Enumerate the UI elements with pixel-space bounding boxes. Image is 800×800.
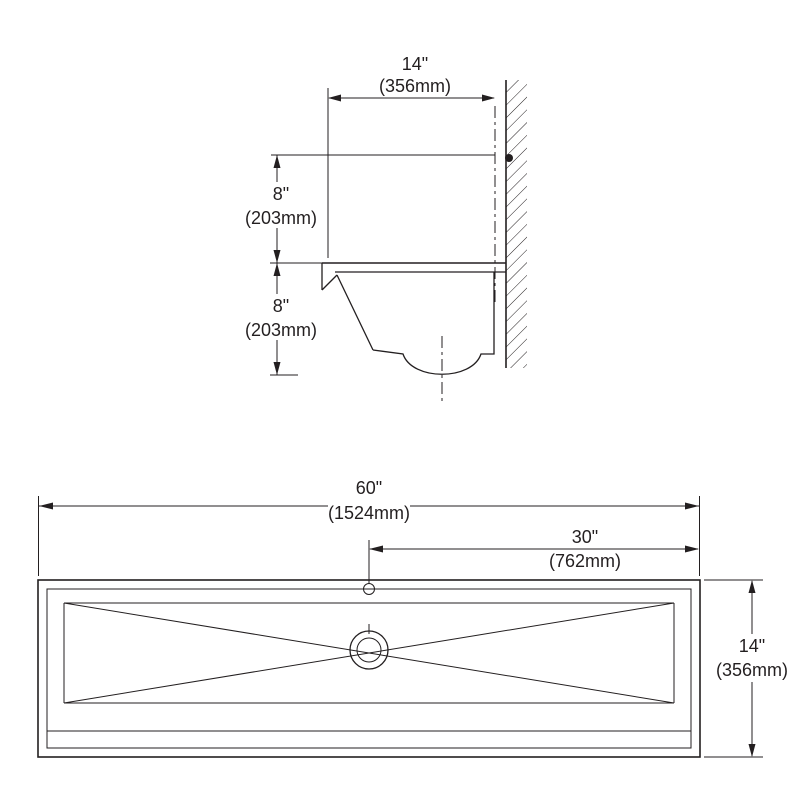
dim-label-mm: (203mm) [245,320,317,340]
basin-front-wall [336,274,374,351]
dim-label-inches: 14" [739,636,765,656]
dimension-side-heights: 8" (203mm) 8" (203mm) [241,155,322,376]
side-view: 14" (356mm) 8" (203mm) 8" (203mm) [241,54,527,404]
dim-label-inches: 30" [572,527,598,547]
dimension-side-width: 14" (356mm) [327,54,495,258]
slope-crease-line-2 [63,602,675,704]
arrowhead-down [748,744,756,757]
text-mask [328,497,410,523]
drain-outer-circle [349,630,389,670]
dim-label-inches: 14" [402,54,428,74]
wall-hatching [506,80,527,368]
arrowhead-up [748,580,756,593]
dim-label-inches: 8" [273,184,289,204]
basin-bottom-and-back [372,272,495,375]
dim-label-mm: (356mm) [379,76,451,96]
arrowhead-left [328,94,341,102]
dimension-plan-overall-width: 60" (1524mm) [38,478,700,576]
dimension-plan-center-offset: 30" (762mm) [368,527,699,584]
dim-label-mm: (1524mm) [328,503,410,523]
arrowhead-left [39,502,53,510]
arrowhead-up [273,263,281,276]
inner-rim-rect [46,588,692,749]
text-mask [241,294,321,340]
dimension-plan-depth: 14" (356mm) [704,579,793,758]
mounting-bolt [505,154,513,162]
dim-label-inches: 60" [356,478,382,498]
arrowhead-right [482,94,495,102]
drain-inner-circle [356,637,382,663]
arrowhead-right [685,545,699,553]
plan-view: 60" (1524mm) 30" (762mm) 14" (356mm) [37,478,793,758]
arrowhead-down [273,362,281,375]
arrowhead-up [273,155,281,168]
dim-label-mm: (762mm) [549,551,621,571]
dim-label-mm: (203mm) [245,208,317,228]
sink-plan-body [37,579,701,758]
sink-profile [321,262,506,404]
wall-section [271,80,527,368]
text-mask [241,182,321,228]
arrowhead-down [273,250,281,263]
arrowhead-right [685,502,699,510]
text-mask [711,634,793,682]
apron-underside-line [321,274,338,291]
arrowhead-left [369,545,383,553]
dim-label-mm: (356mm) [716,660,788,680]
dim-label-inches: 8" [273,296,289,316]
